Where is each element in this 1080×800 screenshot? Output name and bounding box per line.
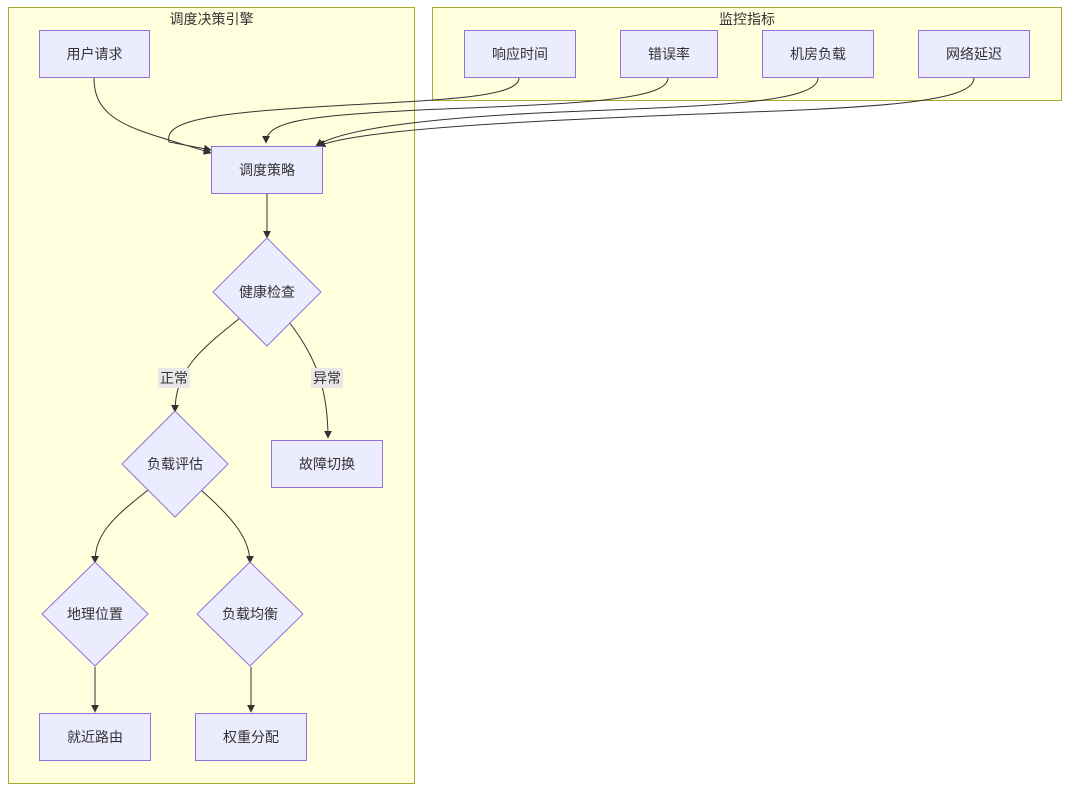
label-load-balance: 负载均衡 [222,607,278,623]
label-load-eval: 负载评估 [147,457,203,473]
edge-response-time-to-dispatch [168,77,520,153]
cluster-dispatch-engine: 调度决策引擎 [8,7,415,784]
diamond-geo-location [41,561,149,667]
diamond-load-eval [121,410,229,518]
node-weighted-dist: 权重分配 [195,713,307,761]
diamond-health-check [212,237,322,347]
node-response-time: 响应时间 [464,30,576,78]
node-failover: 故障切换 [271,440,383,488]
node-error-rate: 错误率 [620,30,718,78]
edge-health-to-load-eval [171,317,241,413]
node-user-request: 用户请求 [39,30,150,78]
edge-label-normal: 正常 [158,368,190,388]
node-dispatch-strategy: 调度策略 [211,146,323,194]
label-geo-location: 地理位置 [67,607,123,623]
edge-dc-load-to-dispatch [315,77,819,147]
node-nearest-route: 就近路由 [39,713,151,761]
diamond-load-balance [196,561,304,667]
edge-load-eval-to-geo [91,489,149,564]
cluster-title-monitoring-metrics: 监控指标 [719,12,775,28]
edge-load-eval-to-balance [200,489,254,564]
cluster-title-dispatch-engine: 调度决策引擎 [169,12,254,28]
edge-network-latency-to-dispatch [317,77,975,148]
edge-error-rate-to-dispatch [262,77,669,144]
node-dc-load: 机房负载 [762,30,874,78]
label-health-check: 健康检查 [239,285,295,301]
node-network-latency: 网络延迟 [918,30,1030,78]
edge-label-abnormal: 异常 [311,368,343,388]
